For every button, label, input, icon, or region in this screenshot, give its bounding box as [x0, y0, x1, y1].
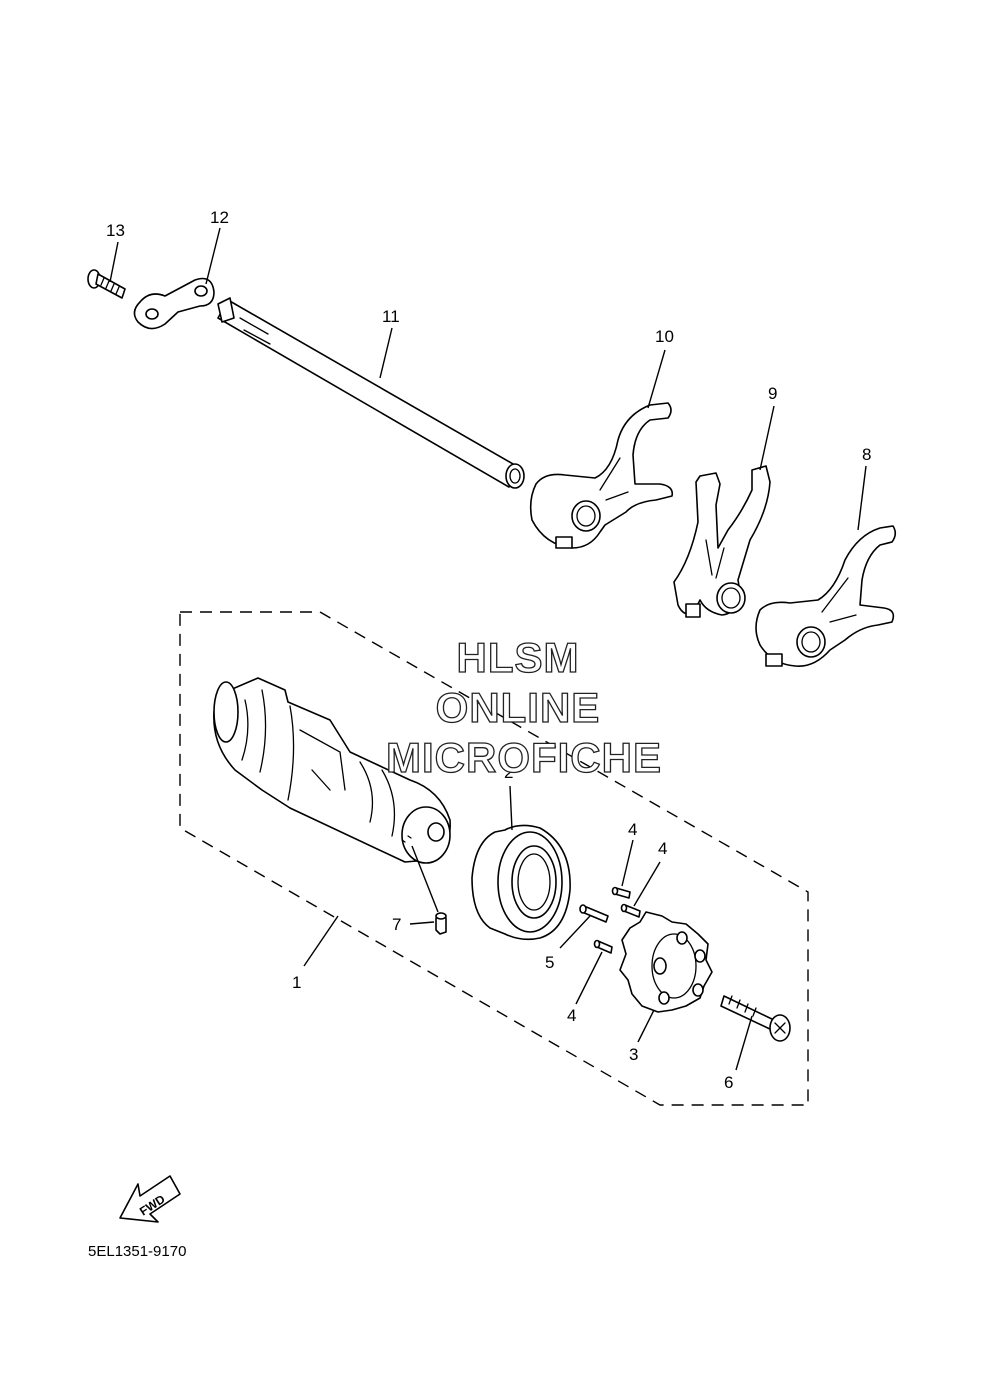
- shift-plate-part: [133, 277, 215, 330]
- shift-drum-part: [213, 677, 451, 864]
- callout-1: 1: [292, 973, 301, 992]
- assembly-boundary: [179, 611, 809, 1106]
- callout-3: 3: [629, 1045, 638, 1064]
- callout-7: 7: [392, 915, 401, 934]
- part-code: 5EL1351-9170: [88, 1243, 186, 1260]
- leader-9: [759, 405, 775, 471]
- callout-4b: 4: [658, 839, 667, 858]
- watermark-line-1: HLSM: [457, 634, 580, 681]
- shift-shaft-part: [217, 297, 525, 489]
- callout-11: 11: [382, 307, 400, 326]
- pins-4-parts: [593, 886, 641, 954]
- pin-7-part: [435, 912, 447, 935]
- callout-4c: 4: [567, 1006, 576, 1025]
- leader-4b: [633, 861, 661, 907]
- leader-8: [857, 465, 867, 531]
- bearing-part: [471, 824, 571, 941]
- leader-13: [109, 241, 119, 283]
- leader-4c: [575, 951, 603, 1005]
- callout-6: 6: [724, 1073, 733, 1092]
- watermark-line-2: ONLINE: [436, 684, 601, 731]
- leader-12: [205, 227, 221, 285]
- dowel-5-part: [579, 904, 609, 923]
- callout-5: 5: [545, 953, 554, 972]
- callout-12: 12: [210, 208, 229, 227]
- callout-10: 10: [655, 327, 674, 346]
- callout-2: 2: [504, 763, 513, 782]
- callout-4a: 4: [628, 820, 637, 839]
- screw-6-part: [720, 995, 791, 1042]
- segment-part: [619, 911, 713, 1013]
- shift-fork-8-part: [755, 525, 897, 667]
- callout-13: 13: [106, 221, 125, 240]
- leader-10: [647, 349, 666, 409]
- watermark-line-3: MICROFICHE: [386, 734, 662, 781]
- leader-drum: [411, 845, 439, 913]
- shift-fork-9-part: [673, 465, 771, 618]
- screw-part: [87, 269, 126, 299]
- leader-11: [379, 327, 393, 379]
- leader-1: [303, 915, 339, 967]
- fwd-arrow-icon: FWD: [119, 1175, 181, 1223]
- leader-3: [637, 1009, 655, 1043]
- leader-4a: [621, 839, 634, 887]
- shift-fork-10-part: [529, 402, 674, 549]
- callout-8: 8: [862, 445, 871, 464]
- leader-5: [559, 915, 591, 949]
- leader-6: [735, 1015, 753, 1071]
- leader-2: [509, 785, 513, 831]
- callout-9: 9: [768, 384, 777, 403]
- leader-7: [409, 921, 435, 925]
